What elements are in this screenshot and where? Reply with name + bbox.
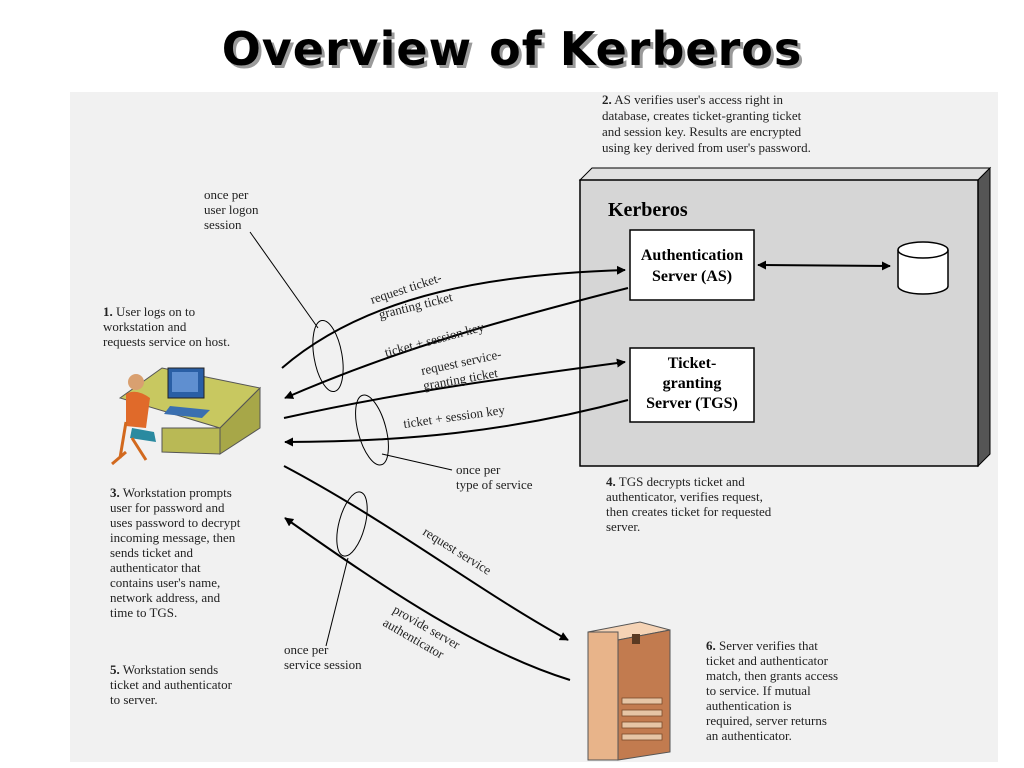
svg-text:4. TGS decrypts ticket and: 4. TGS decrypts ticket and xyxy=(606,474,745,489)
step-6-line6: required, server returns xyxy=(706,713,827,728)
tgs-label-line2: granting xyxy=(663,375,722,392)
step-3-line9: time to TGS. xyxy=(110,605,177,620)
step-5-line3: to server. xyxy=(110,692,158,707)
step-6-line4: to service. If mutual xyxy=(706,683,811,698)
service-type-pointer-line xyxy=(381,453,453,471)
step-6-line5: authentication is xyxy=(706,698,792,713)
step-4-line3: then creates ticket for requested xyxy=(606,504,772,519)
step-2-line2: database, creates ticket-granting ticket xyxy=(602,108,802,123)
as-label-line2: Server (AS) xyxy=(652,268,732,285)
svg-text:6. Server verifies that: 6. Server verifies that xyxy=(706,638,818,653)
logon-pointer-line xyxy=(249,231,319,329)
kerberos-label: Kerberos xyxy=(608,199,688,221)
service-session-pointer-line xyxy=(325,557,349,647)
step-2-line4: using key derived from user's password. xyxy=(602,140,811,155)
service-type-frequency-label: once per type of service xyxy=(456,462,533,492)
step-3-line8: network address, and xyxy=(110,590,221,605)
kerberos-diagram: Kerberos Authentication Server (AS) Tick… xyxy=(70,92,998,762)
server-icon xyxy=(587,621,671,761)
svg-text:3. Workstation prompts: 3. Workstation prompts xyxy=(110,485,232,500)
step-6-note: 6. Server verifies that ticket and authe… xyxy=(706,638,838,743)
as-database-arrow xyxy=(757,260,891,271)
service-session-frequency-label: once per service session xyxy=(284,642,362,672)
step-5-line1: Workstation sends xyxy=(120,662,218,677)
logon-frequency-label: once per user logon session xyxy=(204,187,259,232)
as-label-line1: Authentication xyxy=(641,247,743,264)
step-5-note: 5. Workstation sends ticket and authenti… xyxy=(110,662,233,707)
step-4-line2: authenticator, verifies request, xyxy=(606,489,763,504)
step-3-number: 3. xyxy=(110,485,120,500)
step-3-line6: authenticator that xyxy=(110,560,201,575)
step-3-line3: uses password to decrypt xyxy=(110,515,241,530)
tgt-session-key-arrow xyxy=(284,287,629,399)
request-sgt-label: request service- granting ticket xyxy=(420,346,503,393)
svg-text:5. Workstation sends: 5. Workstation sends xyxy=(110,662,218,677)
service-type-frequency-line2: type of service xyxy=(456,477,533,492)
step-3-line7: contains user's name, xyxy=(110,575,220,590)
logon-frequency-line1: once per xyxy=(204,187,249,202)
tgs-label-line1: Ticket- xyxy=(668,355,717,372)
step-1-line3: requests service on host. xyxy=(103,334,230,349)
service-type-loop xyxy=(355,394,389,466)
step-6-line3: match, then grants access xyxy=(706,668,838,683)
slide-title: Overview of Kerberos xyxy=(221,22,803,76)
step-2-number: 2. xyxy=(602,92,612,107)
logon-frequency-line2: user logon xyxy=(204,202,259,217)
step-4-line4: server. xyxy=(606,519,640,534)
sgt-session-key-arrow xyxy=(284,399,629,447)
step-2-line3: and session key. Results are encrypted xyxy=(602,124,802,139)
request-sgt-arrow xyxy=(283,358,626,419)
step-3-line1: Workstation prompts xyxy=(120,485,232,500)
step-1-number: 1. xyxy=(103,304,113,319)
step-1-line2: workstation and xyxy=(103,319,187,334)
workstation-icon xyxy=(111,367,262,466)
ticket-granting-server-box: Ticket- granting Server (TGS) xyxy=(629,347,755,423)
request-service-arrow xyxy=(283,465,569,641)
sgt-session-key-label: ticket + session key xyxy=(402,402,506,431)
step-5-number: 5. xyxy=(110,662,120,677)
request-tgt-label: request ticket- granting ticket xyxy=(368,270,454,322)
tgs-label-line3: Server (TGS) xyxy=(646,395,738,412)
request-service-label: request service xyxy=(420,524,494,578)
step-6-line1: Server verifies that xyxy=(716,638,819,653)
service-session-frequency-line2: service session xyxy=(284,657,362,672)
step-6-line7: an authenticator. xyxy=(706,728,792,743)
step-3-note: 3. Workstation prompts user for password… xyxy=(110,485,241,620)
service-type-frequency-line1: once per xyxy=(456,462,501,477)
svg-text:2. AS verifies user's access r: 2. AS verifies user's access right in xyxy=(602,92,784,107)
step-1-note: 1. User logs on to workstation and reque… xyxy=(103,304,230,349)
step-4-number: 4. xyxy=(606,474,616,489)
step-2-note: 2. AS verifies user's access right in da… xyxy=(602,92,811,155)
svg-text:1. User logs on to: 1. User logs on to xyxy=(103,304,195,319)
step-3-line4: incoming message, then xyxy=(110,530,236,545)
logon-session-loop xyxy=(312,319,344,393)
step-4-line1: TGS decrypts ticket and xyxy=(616,474,746,489)
service-session-loop xyxy=(336,491,368,557)
step-3-line2: user for password and xyxy=(110,500,225,515)
step-1-line1: User logs on to xyxy=(113,304,195,319)
step-6-line2: ticket and authenticator xyxy=(706,653,829,668)
provide-authenticator-arrow xyxy=(284,517,571,681)
authentication-server-box: Authentication Server (AS) xyxy=(629,229,755,301)
step-5-line2: ticket and authenticator xyxy=(110,677,233,692)
logon-frequency-line3: session xyxy=(204,217,242,232)
step-2-line1: AS verifies user's access right in xyxy=(612,92,784,107)
database-icon xyxy=(897,241,949,295)
service-session-frequency-line1: once per xyxy=(284,642,329,657)
request-tgt-arrow xyxy=(281,265,626,369)
step-4-note: 4. TGS decrypts ticket and authenticator… xyxy=(606,474,772,534)
step-3-line5: sends ticket and xyxy=(110,545,194,560)
step-6-number: 6. xyxy=(706,638,716,653)
